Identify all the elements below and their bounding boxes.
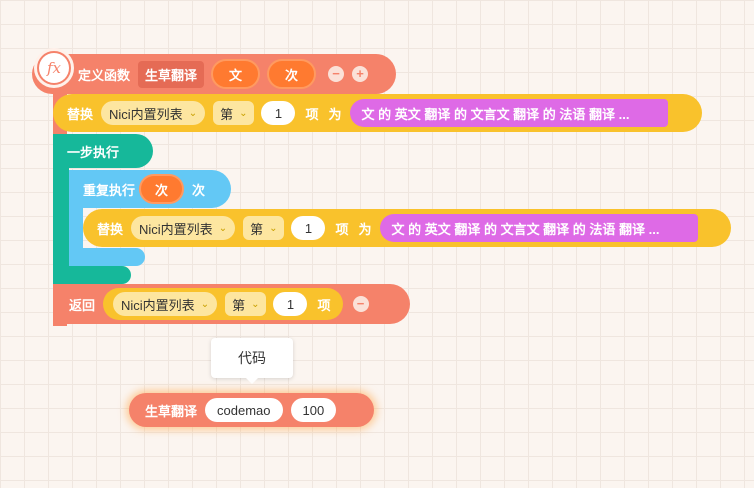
as-word: 为	[328, 106, 342, 122]
index-input[interactable]: 1	[273, 292, 308, 316]
sequential-label: 一步执行	[67, 144, 120, 160]
chevron-down-icon: ⌄	[251, 298, 260, 310]
define-keyword: 定义函数	[78, 67, 131, 83]
sequential-tail	[53, 266, 131, 284]
code-tooltip: 代码	[211, 338, 293, 378]
list-dropdown[interactable]: Nici内置列表⌄	[113, 292, 218, 316]
replace-block-1[interactable]: 替换 Nici内置列表⌄ 第⌄ 1 项 为 文 的 英文 翻译 的 文言文 翻译…	[53, 94, 702, 132]
call-function-name: 生草翻译	[145, 403, 198, 419]
function-icon: fx	[34, 48, 74, 88]
sequential-stem	[53, 166, 69, 284]
replacement-text-value[interactable]: 文 的 英文 翻译 的 文言文 翻译 的 法语 翻译 ...	[349, 99, 668, 127]
list-dropdown[interactable]: Nici内置列表⌄	[131, 216, 236, 240]
chevron-down-icon: ⌄	[269, 222, 278, 234]
param-wen[interactable]: 文	[211, 59, 261, 89]
index-input[interactable]: 1	[291, 216, 326, 240]
remove-return-icon[interactable]: −	[352, 296, 369, 312]
replace-verb: 替换	[67, 106, 94, 122]
return-keyword: 返回	[69, 297, 96, 313]
function-call-block[interactable]: 生草翻译 codemao 100	[129, 393, 374, 427]
list-item-getter[interactable]: Nici内置列表⌄ 第⌄ 1 项	[103, 288, 343, 320]
order-dropdown[interactable]: 第⌄	[213, 101, 255, 125]
tooltip-arrow	[244, 376, 260, 384]
item-word: 项	[317, 297, 331, 313]
define-function-block[interactable]: 定义函数 生草翻译 文 次 − +	[32, 54, 396, 94]
return-block[interactable]: 返回 Nici内置列表⌄ 第⌄ 1 项 −	[53, 284, 410, 324]
item-word: 项	[335, 221, 349, 237]
list-dropdown[interactable]: Nici内置列表⌄	[101, 101, 206, 125]
chevron-down-icon: ⌄	[200, 298, 210, 310]
order-dropdown[interactable]: 第⌄	[225, 292, 267, 316]
repeat-label: 重复执行	[83, 182, 136, 198]
arg-input-count[interactable]: 100	[290, 398, 337, 422]
repeat-tail	[69, 248, 145, 266]
function-name-field[interactable]: 生草翻译	[138, 60, 205, 88]
repeat-count-var[interactable]: 次	[139, 174, 185, 204]
item-word: 项	[305, 106, 319, 122]
chevron-down-icon: ⌄	[218, 222, 228, 234]
repeat-block[interactable]: 重复执行 次 次	[69, 170, 231, 208]
chevron-down-icon: ⌄	[188, 107, 198, 119]
arg-input-text[interactable]: codemao	[205, 398, 283, 422]
add-param-icon[interactable]: +	[352, 66, 369, 82]
sequential-block[interactable]: 一步执行	[53, 134, 153, 168]
repeat-stem	[69, 206, 83, 254]
replace-verb: 替换	[97, 221, 124, 237]
remove-param-icon[interactable]: −	[328, 66, 345, 82]
param-ci[interactable]: 次	[267, 59, 317, 89]
repeat-suffix: 次	[192, 182, 206, 198]
chevron-down-icon: ⌄	[239, 107, 248, 119]
order-dropdown[interactable]: 第⌄	[243, 216, 285, 240]
as-word: 为	[358, 221, 372, 237]
replace-block-2[interactable]: 替换 Nici内置列表⌄ 第⌄ 1 项 为 文 的 英文 翻译 的 文言文 翻译…	[83, 209, 731, 247]
index-input[interactable]: 1	[261, 101, 296, 125]
replacement-text-value[interactable]: 文 的 英文 翻译 的 文言文 翻译 的 法语 翻译 ...	[379, 214, 698, 242]
